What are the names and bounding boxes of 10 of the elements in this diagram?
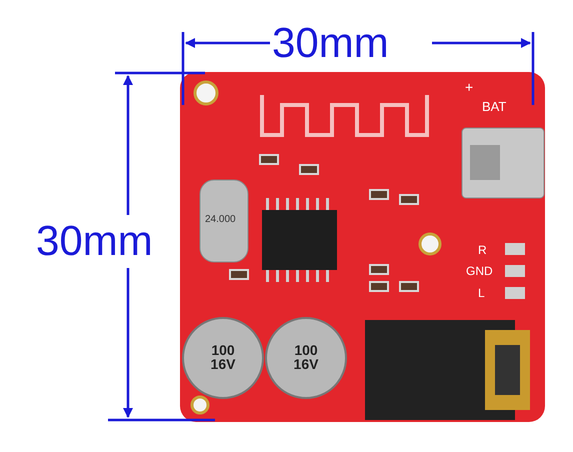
capacitor-marking: 100 16V <box>292 343 320 371</box>
pin-label: R <box>478 244 487 256</box>
crystal-marking: 24.000 <box>205 215 236 225</box>
silkscreen-label: BAT <box>482 100 506 113</box>
dimension-label: 30mm <box>272 22 389 64</box>
capacitor-marking: 100 16V <box>210 343 236 371</box>
pin-label: L <box>478 287 485 299</box>
polarity-mark: + <box>465 80 474 94</box>
pin-label: GND <box>466 265 493 277</box>
dimension-label: 30mm <box>36 220 153 262</box>
